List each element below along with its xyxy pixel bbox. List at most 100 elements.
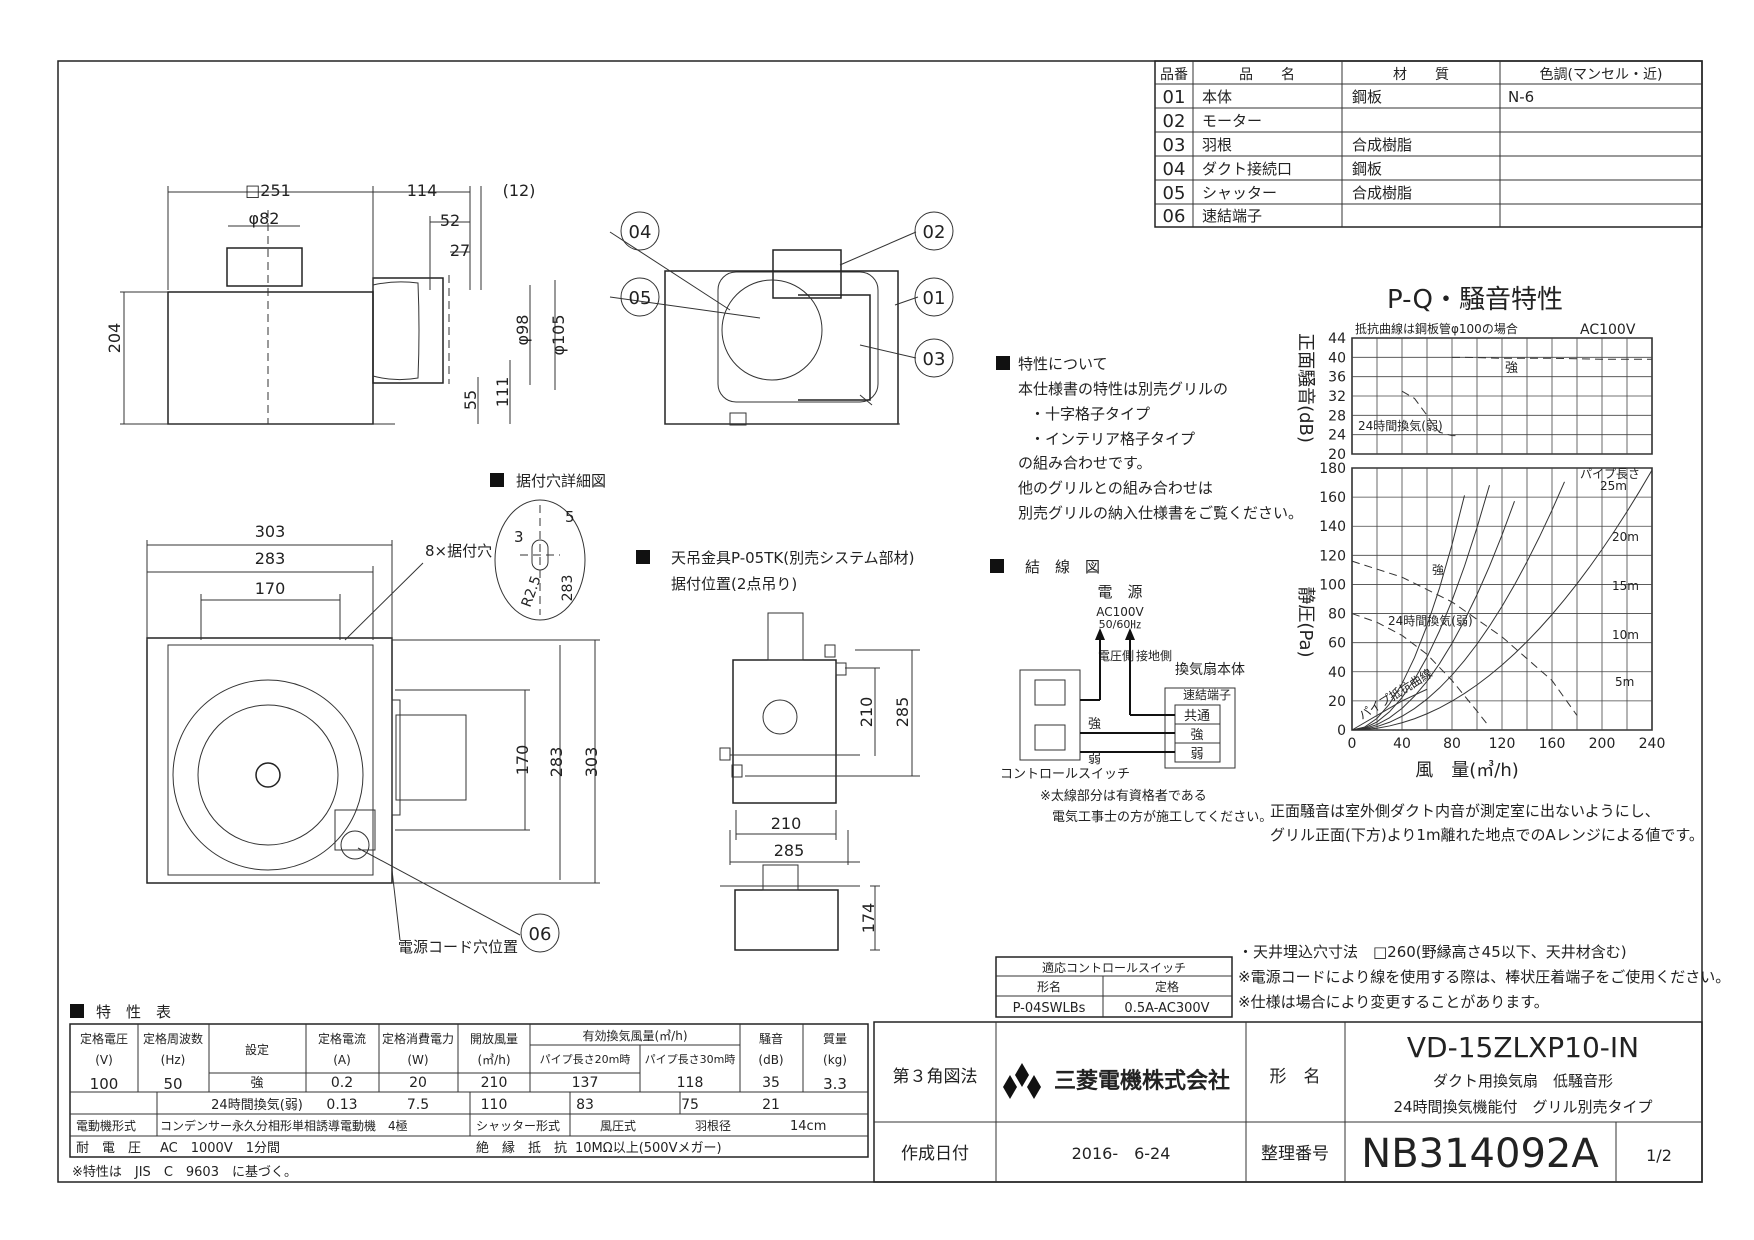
chart-note-1: 正面騒音は室外側ダクト内音が測定室に出ないようにし、 — [1270, 802, 1660, 820]
switch-rating: 0.5A-AC300V — [1124, 1001, 1209, 1016]
wire-weak-label: 弱 — [1088, 752, 1101, 767]
spec-noise: 35 — [762, 1075, 780, 1091]
spec-title: 特 性 表 — [96, 1003, 171, 1021]
pq-x-tick: 40 — [1393, 736, 1411, 752]
mount-hole-drawing — [494, 499, 586, 621]
notes-title: 特性について — [1018, 355, 1108, 373]
spec-flow-20m: 83 — [576, 1097, 594, 1113]
pq-series — [1351, 688, 1428, 731]
noise-y-tick: 40 — [1328, 350, 1346, 366]
pipe-resistance-curve — [1351, 481, 1565, 731]
pipe-resistance-curve — [1351, 495, 1465, 731]
spec-unit: (dB) — [758, 1053, 783, 1067]
dim-204: 204 — [105, 323, 124, 354]
plan-dim-283-v: 283 — [547, 747, 566, 778]
spec-unit: (㎥/h) — [477, 1053, 510, 1067]
spec-header: 定格電圧 — [80, 1031, 128, 1046]
notes-line: ・十字格子タイプ — [1030, 405, 1150, 423]
spec-current: 0.2 — [331, 1075, 353, 1091]
pq-y-tick: 80 — [1328, 607, 1346, 623]
pipe-length-label: 15m — [1612, 579, 1639, 593]
dim-27: 27 — [450, 241, 470, 260]
parts-header-material: 材 質 — [1393, 67, 1449, 83]
spec-flow-20m: 137 — [572, 1075, 599, 1091]
flow-axis-label: 風 量(㎥/h) — [1415, 760, 1519, 781]
cord-hole-label: 電源コード穴位置 — [398, 938, 518, 956]
pipe-length-label: パイプ長さ — [1580, 467, 1640, 481]
model-desc-1: ダクト用換気扇 低騒音形 — [1433, 1072, 1613, 1090]
pipe-resistance-curve — [1351, 501, 1515, 731]
spec-footnote: ※特性は JIS C 9603 に基づく。 — [72, 1165, 297, 1180]
hanger-title: 天吊金具P-05TK(別売システム部材) — [671, 549, 914, 567]
noise-y-tick: 24 — [1328, 428, 1346, 444]
section-marker — [490, 473, 504, 487]
spec-header: 設定 — [245, 1042, 269, 1057]
pq-x-tick: 80 — [1443, 736, 1461, 752]
callout-01: 01 — [923, 288, 946, 309]
parts-header-color: 色調(マンセル・近) — [1540, 66, 1663, 83]
pq-x-tick: 120 — [1489, 736, 1516, 752]
spec-header: 定格周波数 — [143, 1031, 203, 1046]
pq-series — [1351, 560, 1578, 716]
wiring-title: 結 線 図 — [1025, 558, 1100, 576]
switch-table-col2: 定格 — [1155, 979, 1179, 994]
pipe-length-label: 25m — [1600, 479, 1627, 493]
pq-x-tick: 240 — [1639, 736, 1666, 752]
parts-row-no: 05 — [1163, 183, 1186, 204]
side-note-2: ※電源コードにより線を使用する際は、棒状圧着端子をご使用ください。 — [1238, 968, 1730, 986]
parts-row-no: 03 — [1163, 135, 1186, 156]
spec-unit: (W) — [407, 1053, 428, 1067]
plan-dim-303-v: 303 — [582, 747, 601, 778]
spec-unit: (Hz) — [161, 1053, 186, 1067]
parts-row-material: 鋼板 — [1352, 88, 1382, 106]
pq-y-tick: 180 — [1319, 461, 1346, 477]
plan-view-drawing — [146, 540, 600, 953]
wiring-note-1: ※太線部分は有資格者である — [1040, 788, 1207, 804]
parts-row-material: 合成樹脂 — [1352, 184, 1412, 202]
pq-y-tick: 120 — [1319, 548, 1346, 564]
blade-value: 14cm — [790, 1119, 826, 1134]
pq-y-tick: 60 — [1328, 636, 1346, 652]
pipe-length-label: 10m — [1612, 628, 1639, 642]
hanger-dim-210-v: 210 — [857, 697, 876, 728]
spec-table — [69, 1023, 869, 1158]
motor-value: コンデンサー永久分相形単相誘導電動機 4極 — [160, 1118, 408, 1133]
parts-row-color: N-6 — [1508, 88, 1534, 106]
dim-12: (12) — [503, 181, 536, 200]
plan-dim-170-v: 170 — [513, 745, 532, 776]
pq-y-tick: 20 — [1328, 694, 1346, 710]
switch-table-title: 適応コントロールスイッチ — [1042, 960, 1186, 975]
insulation-value: 10MΩ以上(500Vメガー) — [575, 1141, 722, 1156]
pq-series — [1351, 613, 1490, 728]
hanger-subtitle: 据付位置(2点吊り) — [671, 575, 797, 593]
dim-52: 52 — [440, 211, 460, 230]
wiring-terminal-label: 速結端子 — [1183, 688, 1231, 702]
parts-row-no: 02 — [1163, 111, 1186, 132]
section-marker — [990, 559, 1004, 573]
spec-mass: 3.3 — [823, 1075, 847, 1093]
pipe-length-label: 5m — [1615, 675, 1634, 689]
date-value: 2016- 6-24 — [1072, 1144, 1171, 1163]
spec-header: 有効換気風量(㎥/h) — [582, 1028, 687, 1043]
pipe-length-label: 20m — [1612, 530, 1639, 544]
spec-unit: (V) — [95, 1053, 113, 1067]
hanger-drawing — [719, 612, 920, 951]
model-number: VD-15ZLXP10-IN — [1407, 1031, 1639, 1064]
wire-strong-label: 強 — [1088, 717, 1101, 732]
side-note-1: ・天井埋込穴寸法 □260(野縁高さ45以下、天井材含む) — [1238, 943, 1627, 961]
parts-row-name: 羽根 — [1202, 136, 1232, 154]
hanger-dim-285-v: 285 — [893, 697, 912, 728]
wiring-note-2: 電気工事士の方が施工してください。 — [1052, 809, 1272, 825]
pq-x-tick: 200 — [1589, 736, 1616, 752]
section-marker — [996, 356, 1010, 370]
noise-y-tick: 28 — [1328, 408, 1346, 424]
insulation-label: 絶 縁 抵 抗 — [476, 1140, 567, 1156]
chart-voltage: AC100V — [1580, 322, 1636, 338]
terminal-strong: 強 — [1190, 728, 1203, 743]
spec-header: 定格電流 — [318, 1031, 366, 1046]
noise-series-strong — [1452, 356, 1652, 360]
spec-header: 騒音 — [759, 1031, 783, 1046]
document-number: NB314092A — [1361, 1131, 1599, 1177]
mount-dim-r25: R2.5 — [519, 574, 545, 610]
plan-dim-170: 170 — [255, 579, 286, 598]
